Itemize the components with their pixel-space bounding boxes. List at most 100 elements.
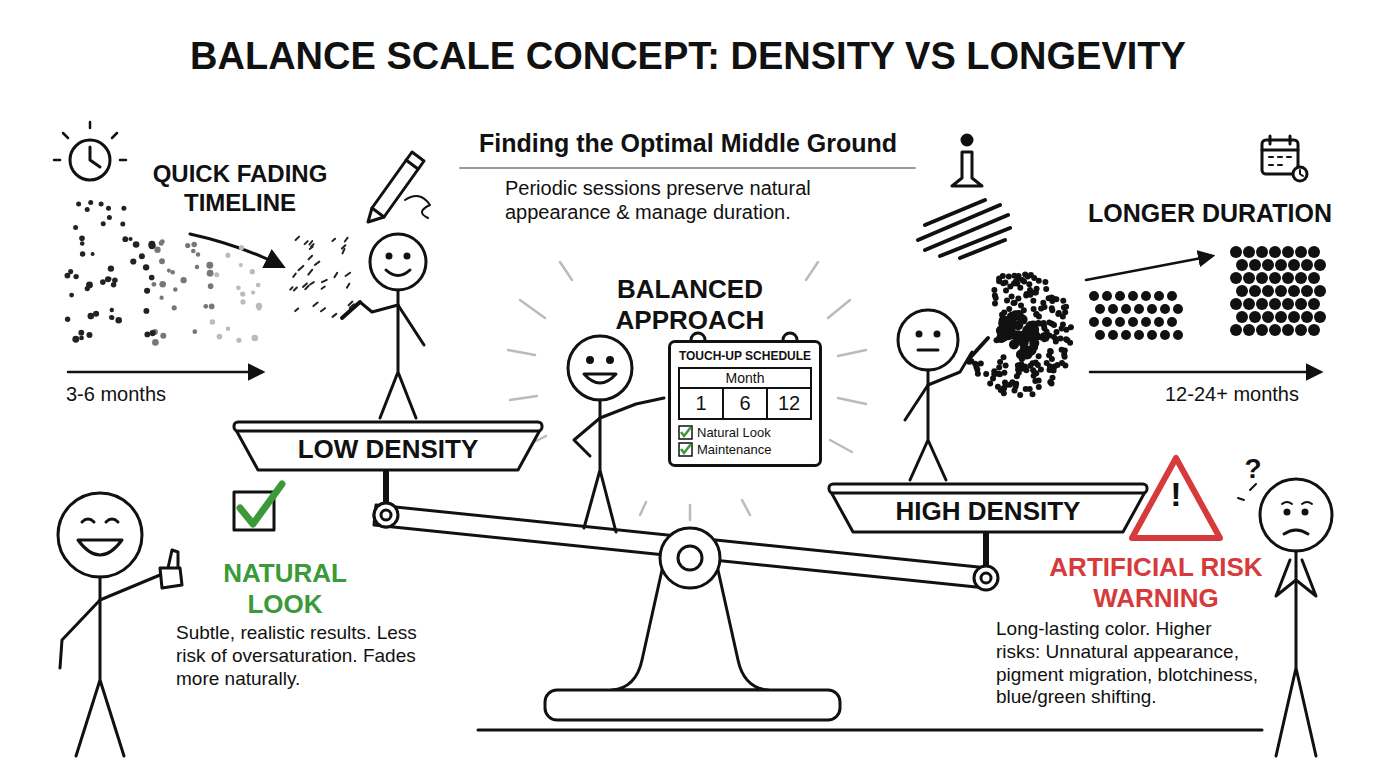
pan-label: LOW DENSITY <box>232 434 544 465</box>
pigment-dot <box>1059 360 1065 366</box>
pigment-dot <box>69 293 74 298</box>
pan-rim <box>234 422 542 431</box>
pigment-dot <box>1295 272 1307 284</box>
pigment-dot <box>1012 388 1018 394</box>
pigment-dot <box>128 237 132 241</box>
pigment-dot <box>133 241 140 248</box>
pigment-dot <box>1043 336 1049 342</box>
pigment-dot <box>1004 297 1010 303</box>
schedule-calendar: TOUCH-UP SCHEDULEMonth1612Natural LookMa… <box>668 340 822 467</box>
pigment-dot <box>167 269 171 273</box>
pigment-dot <box>207 270 214 277</box>
heading: BALANCED APPROACH <box>585 274 795 336</box>
pigment-dot <box>72 336 79 343</box>
pigment-dot <box>1167 317 1177 327</box>
pigment-dot <box>1019 355 1025 361</box>
pigment-dot <box>1275 311 1287 323</box>
pigment-dot <box>250 269 255 274</box>
pigment-dot <box>130 258 136 264</box>
pigment-dot <box>1014 335 1024 345</box>
pigment-dot <box>1275 259 1287 271</box>
pigment-dot <box>1001 354 1007 360</box>
pigment-dot <box>78 330 84 336</box>
pigment-dot <box>973 364 979 370</box>
pigment-dot <box>257 306 261 310</box>
pigment-dot <box>1236 259 1248 271</box>
pigment-dot <box>1033 312 1039 318</box>
pigment-dot <box>1040 300 1046 306</box>
pigment-dot <box>1269 246 1281 258</box>
pigment-dot <box>1295 298 1307 310</box>
pigment-dot <box>73 225 78 230</box>
pigment-dot <box>1051 322 1057 328</box>
question-mark: ? <box>1238 452 1268 486</box>
stick-figure <box>342 234 426 418</box>
pigment-dot <box>1021 279 1027 285</box>
description: Subtle, realistic results. Less risk of … <box>176 622 442 690</box>
check-line: Maintenance <box>678 442 812 457</box>
pigment-dot <box>1236 285 1248 297</box>
pigment-dot <box>1308 272 1320 284</box>
pigment-stroke <box>309 256 313 260</box>
pigment-dot <box>185 243 190 248</box>
pigment-dot <box>73 274 78 279</box>
pigment-dot <box>1102 317 1112 327</box>
pigment-dot <box>1282 246 1294 258</box>
pigment-dot <box>1308 246 1320 258</box>
check-box <box>679 426 692 439</box>
pigment-dot <box>110 308 114 312</box>
pigment-dot <box>1002 279 1008 285</box>
pigment-dot <box>1000 273 1006 279</box>
pigment-dot <box>1033 290 1039 296</box>
pigment-dot <box>1089 291 1099 301</box>
pigment-stroke <box>310 282 314 284</box>
pigment-dot <box>1051 368 1057 374</box>
pigment-dot <box>1256 272 1268 284</box>
pigment-dot <box>1256 246 1268 258</box>
calendar-title: TOUCH-UP SCHEDULE <box>678 349 812 363</box>
pigment-dot <box>1154 291 1164 301</box>
pigment-dot <box>256 283 261 288</box>
pigment-stroke <box>349 302 353 306</box>
pigment-dot <box>966 359 972 365</box>
pigment-dot <box>143 264 149 270</box>
note: Periodic sessions preserve natural appea… <box>505 176 885 224</box>
pigment-stroke <box>334 273 337 277</box>
pigment-dot <box>107 215 112 220</box>
pigment-dot <box>109 315 114 320</box>
pigment-dot <box>1046 352 1052 358</box>
pigment-dot <box>88 313 95 320</box>
pigment-dot <box>65 317 70 322</box>
pigment-dot <box>79 235 85 241</box>
pigment-dot <box>206 262 213 269</box>
pigment-dot <box>115 317 122 324</box>
pigment-dot <box>991 287 997 293</box>
table-cell: 1 <box>680 389 724 418</box>
pigment-dot <box>1295 324 1307 336</box>
pigment-dot <box>143 308 149 314</box>
pigment-dot <box>1295 246 1307 258</box>
pigment-dot <box>998 318 1008 328</box>
check-icon <box>678 442 693 457</box>
check-line: Natural Look <box>678 425 812 440</box>
pigment-dot <box>1230 272 1242 284</box>
pencil-icon <box>368 152 430 222</box>
pigment-dot <box>1249 259 1261 271</box>
pigment-dot <box>252 335 259 342</box>
pigment-stroke <box>293 274 296 277</box>
pigment-dot <box>203 304 208 309</box>
pigment-dot <box>1050 295 1056 301</box>
pigment-dot <box>1115 291 1125 301</box>
pigment-dot <box>1015 295 1021 301</box>
pigment-dot <box>1050 375 1056 381</box>
pigment-dot <box>85 286 90 291</box>
underline <box>460 167 915 169</box>
pigment-dot <box>80 251 85 256</box>
pigment-dot <box>1042 279 1048 285</box>
check-label: Maintenance <box>697 442 771 457</box>
check-mark <box>681 444 691 453</box>
pigment-stroke <box>299 266 304 270</box>
pigment-dot <box>1016 370 1022 376</box>
pigment-stroke <box>295 308 298 311</box>
pigment-dot <box>1262 311 1274 323</box>
